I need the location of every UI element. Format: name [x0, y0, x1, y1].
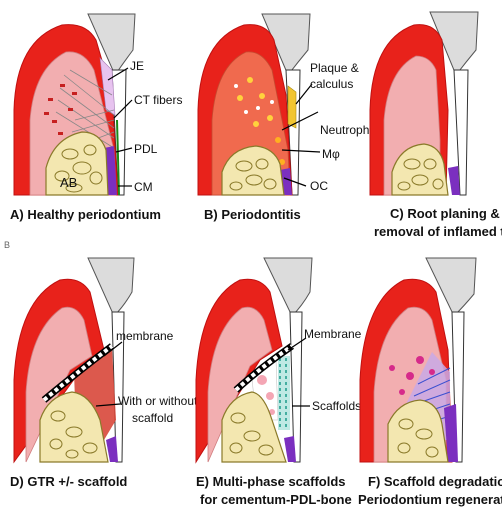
label-scaffold: scaffold — [132, 411, 173, 425]
label-ab: AB — [60, 175, 77, 190]
label-with-without: With or without — [118, 394, 198, 408]
label-pdl: PDL — [134, 142, 158, 156]
panel-a: JE CT fibers PDL CM AB A) Healthy period… — [10, 14, 182, 222]
label-je: JE — [130, 59, 144, 73]
caption-a: A) Healthy periodontium — [10, 207, 161, 222]
label-macrophage: Mφ — [322, 147, 340, 161]
caption-c-line1: C) Root planing & — [390, 206, 500, 221]
tooth-crown — [88, 258, 134, 316]
label-ct-fibers: CT fibers — [134, 93, 182, 107]
plaque-calculus — [288, 86, 296, 128]
label-cm: CM — [134, 180, 153, 194]
label-plaque: Plaque & — [310, 61, 359, 75]
caption-c-line2: removal of inflamed tissue — [374, 224, 502, 239]
caption-f-line1: F) Scaffold degradation/ — [368, 474, 502, 489]
label-calculus: calculus — [310, 77, 353, 91]
panel-f: F) Scaffold degradation/ Periodontium re… — [358, 258, 502, 507]
panel-e: Membrane Scaffolds E) Multi-phase scaffo… — [196, 258, 362, 507]
caption-e-line1: E) Multi-phase scaffolds — [196, 474, 346, 489]
label-membrane: membrane — [116, 329, 174, 343]
label-oc: OC — [310, 179, 328, 193]
panel-c: C) Root planing & removal of inflamed ti… — [370, 12, 502, 239]
side-mark: B — [4, 240, 10, 250]
pdl — [284, 436, 296, 462]
label-membrane: Membrane — [304, 327, 362, 341]
label-scaffolds: Scaffolds — [312, 399, 361, 413]
label-neutrophil: Neutrophil — [320, 123, 375, 137]
caption-b: B) Periodontitis — [204, 207, 301, 222]
caption-d: D) GTR +/- scaffold — [10, 474, 127, 489]
pdl — [448, 166, 460, 195]
caption-f-line2: Periodontium regeneration — [358, 492, 502, 507]
caption-e-line2: for cementum-PDL-bone — [200, 492, 352, 507]
panel-d: membrane With or without scaffold D) GTR… — [10, 258, 198, 489]
panel-b: Plaque & calculus Neutrophil Mφ OC B) Pe… — [198, 14, 375, 222]
